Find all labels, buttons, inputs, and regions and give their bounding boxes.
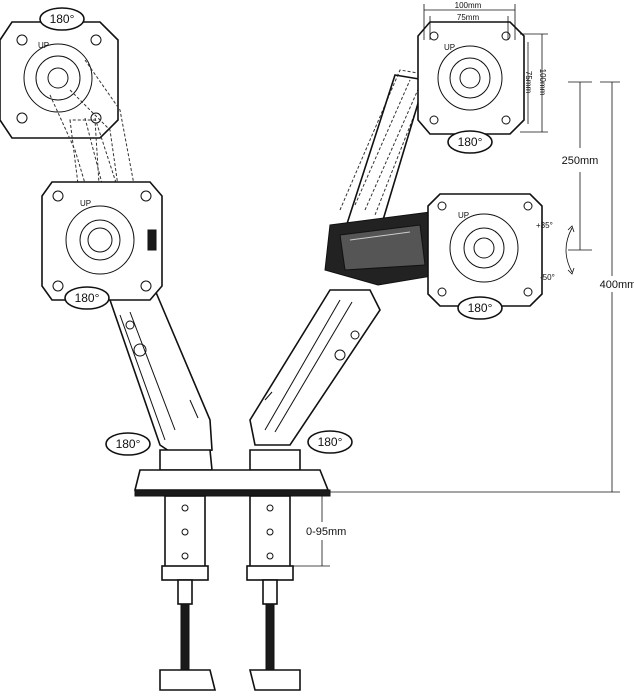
dim-total-height: 400mm [330, 81, 634, 493]
right-tilt-head [324, 211, 443, 286]
rotation-label: 180° [116, 437, 141, 451]
rotation-badge-right-base: 180° [307, 430, 353, 454]
vesa-width-inner-label: 75mm [457, 13, 480, 22]
right-arm-upper-ghost [339, 69, 431, 231]
dim-tilt: +35° -50° [536, 221, 575, 282]
vesa-height-inner-label: 75mm [524, 71, 533, 94]
tilt-down-label: -50° [540, 273, 555, 282]
clamp-range-label: 0-95mm [306, 526, 346, 538]
total-height-label: 400mm [600, 279, 634, 291]
up-mark: UP [444, 43, 455, 52]
rotation-badge-mid-right: 180° [457, 296, 503, 320]
left-monitor-plate [41, 181, 163, 301]
vesa-height-outer-label: 100mm [538, 69, 547, 96]
dim-vesa-width: 100mm 75mm [423, 1, 516, 40]
base-platform [133, 449, 331, 497]
tilt-up-label: +35° [536, 221, 553, 230]
right-arm [249, 289, 381, 446]
vesa-width-outer-label: 100mm [455, 1, 482, 10]
up-mark: UP [38, 41, 49, 50]
left-arm [108, 289, 213, 456]
rotation-badge-left-base: 180° [105, 432, 151, 456]
right-monitor-plate [427, 193, 543, 307]
up-mark: UP [458, 211, 469, 220]
left-clamp [159, 495, 217, 691]
up-mark: UP [80, 199, 91, 208]
dim-vesa-height: 100mm 75mm [520, 33, 548, 133]
dim-height-range: 250mm [562, 81, 599, 251]
rotation-label: 180° [318, 435, 343, 449]
rotation-badge-mid-left: 180° [64, 286, 110, 310]
rotation-label: 180° [468, 301, 493, 315]
height-range-label: 250mm [562, 155, 599, 167]
rotation-label: 180° [50, 12, 75, 26]
rotation-badge-top-right: 180° [447, 130, 493, 154]
rotation-label: 180° [458, 135, 483, 149]
rotation-badge-top-left: 180° [39, 7, 85, 31]
rotation-label: 180° [75, 291, 100, 305]
dim-clamp-range: 0-95mm [290, 495, 346, 567]
right-clamp [246, 495, 301, 691]
left-upper-plate-ghost [0, 21, 136, 201]
